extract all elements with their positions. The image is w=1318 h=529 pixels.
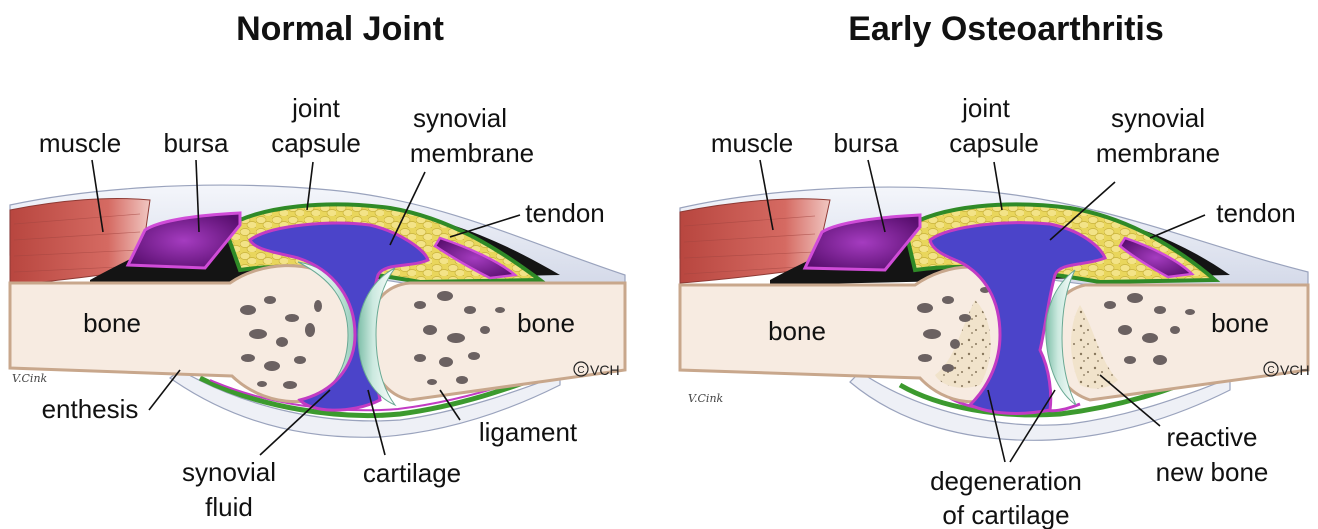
osteo-label-synovial: synovial xyxy=(1111,103,1205,133)
normal-title: Normal Joint xyxy=(236,10,444,48)
normal-bone-right xyxy=(368,283,625,400)
osteo-copyright: VCH xyxy=(1280,362,1310,378)
osteo-label-of-cartilage: of cartilage xyxy=(942,500,1069,529)
normal-label-bone-left: bone xyxy=(83,308,141,338)
normal-copyright: VCH xyxy=(590,362,620,378)
osteo-label-bursa: bursa xyxy=(833,128,899,158)
normal-label-cartilage: cartilage xyxy=(363,458,461,488)
normal-label-tendon: tendon xyxy=(525,198,605,228)
normal-label-joint: joint xyxy=(291,93,340,123)
osteo-label-capsule: capsule xyxy=(949,128,1039,158)
normal-label-muscle: muscle xyxy=(39,128,121,158)
osteo-label-tendon: tendon xyxy=(1216,198,1296,228)
osteo-joint-panel: Early Osteoarthritis xyxy=(680,10,1310,529)
osteo-title: Early Osteoarthritis xyxy=(848,10,1164,48)
osteo-artist-signature: V.Cink xyxy=(688,392,724,405)
normal-label-bursa: bursa xyxy=(163,128,229,158)
normal-label-enthesis: enthesis xyxy=(42,394,139,424)
svg-text:C: C xyxy=(1267,365,1274,376)
normal-joint-panel: Normal Joint xyxy=(10,10,625,522)
osteo-label-muscle: muscle xyxy=(711,128,793,158)
osteo-label-degeneration: degeneration xyxy=(930,466,1082,496)
svg-text:C: C xyxy=(577,365,584,376)
normal-label-synovial: synovial xyxy=(413,103,507,133)
normal-label-bone-right: bone xyxy=(517,308,575,338)
osteo-label-bone-right: bone xyxy=(1211,308,1269,338)
normal-label-capsule: capsule xyxy=(271,128,361,158)
normal-label-synovial-fluid-1: synovial xyxy=(182,457,276,487)
osteo-label-bone-left: bone xyxy=(768,316,826,346)
osteo-label-reactive: reactive xyxy=(1166,422,1257,452)
normal-artist-signature: V.Cink xyxy=(12,372,48,385)
normal-label-membrane: membrane xyxy=(410,138,534,168)
osteo-label-joint: joint xyxy=(961,93,1010,123)
osteo-label-new-bone: new bone xyxy=(1156,457,1269,487)
normal-label-ligament: ligament xyxy=(479,417,578,447)
normal-label-synovial-fluid-2: fluid xyxy=(205,492,253,522)
osteo-label-membrane: membrane xyxy=(1096,138,1220,168)
